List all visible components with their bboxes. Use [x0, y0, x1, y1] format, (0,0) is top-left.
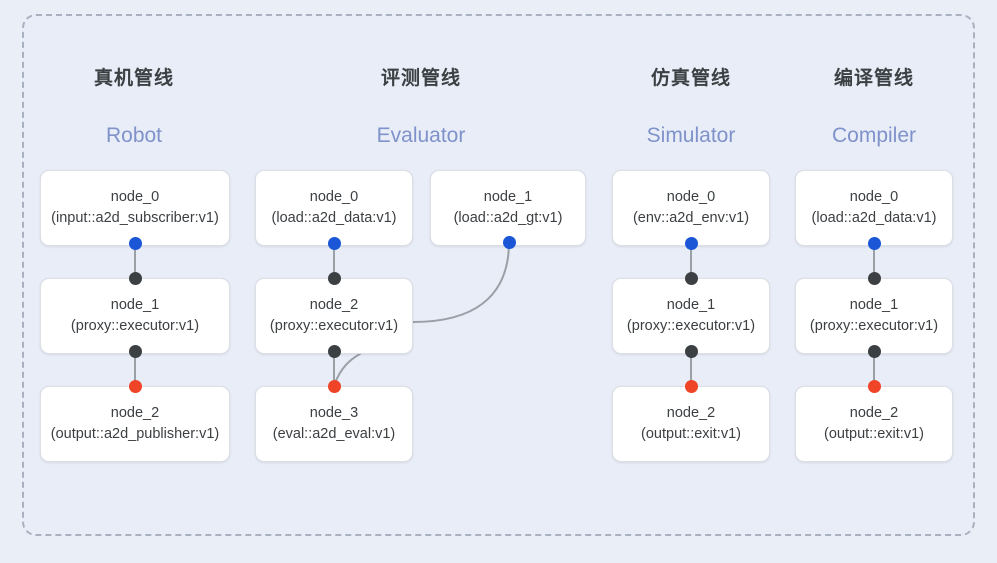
node-name: node_0 [666, 189, 716, 205]
node-evaluator-node_1[interactable]: node_1(load::a2d_gt:v1) [430, 170, 586, 246]
node-robot-node_1[interactable]: node_1(proxy::executor:v1) [40, 278, 230, 354]
node-name: node_3 [309, 405, 359, 421]
port-dark-robot-node_1[interactable] [128, 271, 142, 285]
node-type: (load::a2d_gt:v1) [453, 210, 563, 226]
port-dark-robot-node_1[interactable] [128, 344, 142, 358]
node-evaluator-node_0[interactable]: node_0(load::a2d_data:v1) [255, 170, 413, 246]
port-dark-evaluator-node_2[interactable] [327, 344, 341, 358]
node-name: node_1 [483, 189, 533, 205]
node-name: node_2 [309, 297, 359, 313]
port-dark-simulator-node_1[interactable] [684, 271, 698, 285]
port-dark-compiler-node_1[interactable] [867, 344, 881, 358]
node-simulator-node_0[interactable]: node_0(env::a2d_env:v1) [612, 170, 770, 246]
node-simulator-node_1[interactable]: node_1(proxy::executor:v1) [612, 278, 770, 354]
port-dark-compiler-node_1[interactable] [867, 271, 881, 285]
node-type: (output::exit:v1) [824, 426, 924, 442]
node-name: node_1 [666, 297, 716, 313]
column-subtitle-compiler: Compiler [831, 124, 917, 147]
node-type: (proxy::executor:v1) [70, 318, 200, 334]
column-title-robot: 真机管线 [93, 68, 174, 89]
node-name: node_1 [849, 297, 899, 313]
node-type: (proxy::executor:v1) [626, 318, 756, 334]
column-subtitle-robot: Robot [105, 124, 163, 147]
node-name: node_0 [309, 189, 359, 205]
port-red-compiler-node_2[interactable] [867, 379, 881, 393]
port-red-evaluator-node_3[interactable] [327, 379, 341, 393]
node-name: node_1 [110, 297, 160, 313]
node-type: (load::a2d_data:v1) [811, 210, 937, 226]
column-subtitle-simulator: Simulator [646, 124, 736, 147]
node-type: (proxy::executor:v1) [809, 318, 939, 334]
node-compiler-node_0[interactable]: node_0(load::a2d_data:v1) [795, 170, 953, 246]
node-name: node_2 [849, 405, 899, 421]
node-name: node_2 [110, 405, 160, 421]
node-evaluator-node_2[interactable]: node_2(proxy::executor:v1) [255, 278, 413, 354]
column-title-simulator: 仿真管线 [650, 68, 731, 89]
node-name: node_0 [110, 189, 160, 205]
node-type: (output::a2d_publisher:v1) [50, 426, 220, 442]
node-robot-node_2[interactable]: node_2(output::a2d_publisher:v1) [40, 386, 230, 462]
node-type: (input::a2d_subscriber:v1) [51, 210, 219, 226]
node-type: (proxy::executor:v1) [269, 318, 399, 334]
port-blue-simulator-node_0[interactable] [684, 236, 698, 250]
node-robot-node_0[interactable]: node_0(input::a2d_subscriber:v1) [40, 170, 230, 246]
port-dark-evaluator-node_2[interactable] [327, 271, 341, 285]
port-red-simulator-node_2[interactable] [684, 379, 698, 393]
port-blue-robot-node_0[interactable] [128, 236, 142, 250]
column-subtitle-evaluator: Evaluator [376, 124, 466, 147]
node-simulator-node_2[interactable]: node_2(output::exit:v1) [612, 386, 770, 462]
node-type: (eval::a2d_eval:v1) [272, 426, 396, 442]
port-blue-compiler-node_0[interactable] [867, 236, 881, 250]
column-title-compiler: 编译管线 [833, 68, 914, 89]
node-compiler-node_1[interactable]: node_1(proxy::executor:v1) [795, 278, 953, 354]
node-type: (output::exit:v1) [641, 426, 741, 442]
port-red-robot-node_2[interactable] [128, 379, 142, 393]
node-type: (load::a2d_data:v1) [271, 210, 397, 226]
node-compiler-node_2[interactable]: node_2(output::exit:v1) [795, 386, 953, 462]
column-title-evaluator: 评测管线 [380, 68, 461, 89]
node-name: node_2 [666, 405, 716, 421]
node-evaluator-node_3[interactable]: node_3(eval::a2d_eval:v1) [255, 386, 413, 462]
node-name: node_0 [849, 189, 899, 205]
port-blue-evaluator-node_1[interactable] [502, 235, 516, 249]
port-dark-simulator-node_1[interactable] [684, 344, 698, 358]
port-blue-evaluator-node_0[interactable] [327, 236, 341, 250]
node-type: (env::a2d_env:v1) [632, 210, 750, 226]
